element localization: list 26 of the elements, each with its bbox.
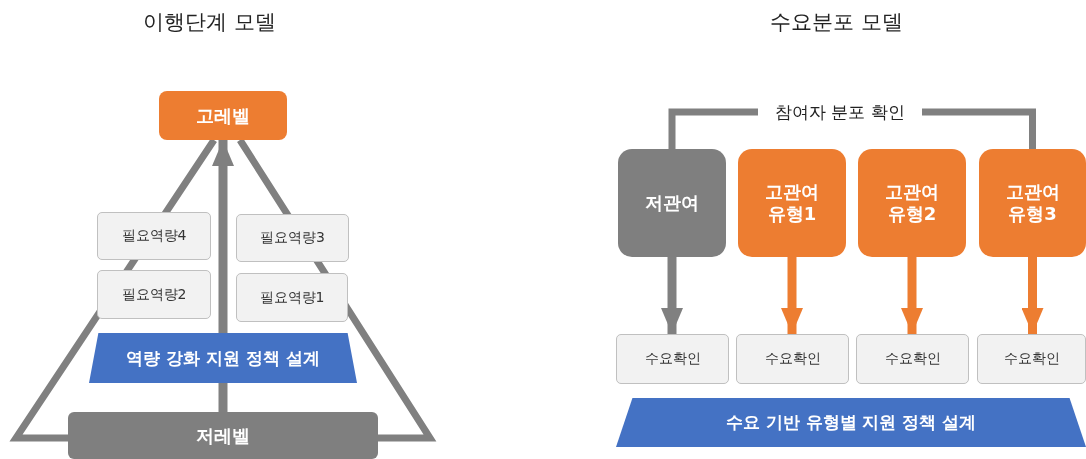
section-title: 수요분포 모델 — [770, 9, 903, 36]
item-card: 수요확인 — [856, 334, 969, 384]
item-card: 필요역량3 — [236, 214, 349, 262]
arrow — [212, 140, 234, 333]
group-card: 고관여 유형3 — [979, 149, 1086, 257]
item-card: 수요확인 — [616, 334, 729, 384]
arrow — [1021, 257, 1044, 334]
group-card: 고관여 유형2 — [858, 149, 966, 257]
item-card: 필요역량2 — [97, 270, 211, 319]
level-box: 고레벨 — [159, 91, 287, 140]
section-title: 이행단계 모델 — [143, 9, 276, 36]
policy-banner: 수요 기반 유형별 지원 정책 설계 — [616, 398, 1086, 447]
group-card: 저관여 — [618, 149, 726, 257]
item-card: 수요확인 — [977, 334, 1086, 384]
bracket-line — [922, 108, 1036, 149]
arrow — [661, 257, 683, 334]
connector-line — [218, 383, 228, 412]
policy-banner: 역량 강화 지원 정책 설계 — [89, 333, 357, 383]
arrow — [781, 257, 803, 334]
group-card: 고관여 유형1 — [738, 149, 846, 257]
arrow — [901, 257, 923, 334]
level-box: 저레벨 — [68, 412, 378, 459]
item-card: 수요확인 — [736, 334, 849, 384]
bracket-line — [668, 108, 758, 149]
item-card: 필요역량1 — [236, 273, 348, 322]
item-card: 필요역량4 — [97, 212, 211, 260]
